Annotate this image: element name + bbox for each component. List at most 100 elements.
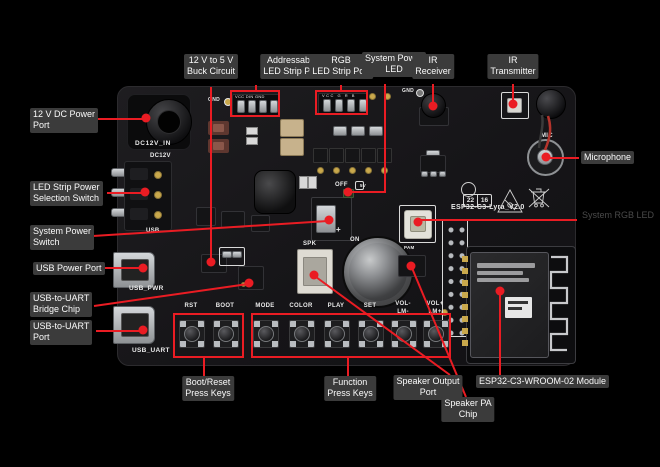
connector-pin — [237, 100, 245, 113]
microphone-pad — [537, 149, 553, 165]
switch-slider — [316, 205, 336, 233]
mode-button-cap — [258, 326, 274, 342]
label-line: Speaker PA — [444, 398, 492, 408]
silk-lm-minus: LM- — [397, 309, 409, 315]
silk-usb: USB — [146, 228, 160, 234]
gnd-testpoint — [416, 89, 424, 97]
crystal — [222, 251, 232, 258]
switch-contact — [154, 191, 162, 199]
crystal — [232, 251, 242, 258]
transistor — [345, 148, 360, 163]
sticker-line — [508, 307, 522, 310]
silk-off: OFF — [335, 182, 348, 188]
silk-on: ON — [350, 237, 360, 243]
led-indicator — [333, 167, 340, 174]
switch-slot — [130, 188, 148, 200]
label-line: Chip — [458, 409, 478, 420]
silk-play: PLAY — [327, 303, 345, 309]
label-line: Transmitter — [490, 66, 536, 77]
label-line: System Power — [33, 226, 92, 236]
capacitor — [351, 126, 365, 136]
silk-dc12v-in: DC12V_IN — [135, 140, 171, 147]
transistor — [377, 148, 392, 163]
led-indicator — [381, 167, 388, 174]
connector-pin — [359, 99, 367, 112]
label-usb-uart-port: USB-to-UART Port — [30, 320, 93, 345]
silk-usb-uart: USB_UART — [132, 347, 170, 354]
silk-spk: SPK — [303, 241, 317, 247]
ir-transmitter-die — [511, 102, 516, 107]
speaker-connector-slot — [303, 257, 327, 286]
label-boot-reset-keys: Boot/Reset Press Keys — [182, 376, 234, 401]
label-line: Port — [33, 332, 50, 343]
dc-jack-hole — [157, 110, 181, 134]
module-silk-text — [477, 263, 535, 268]
gnd-testpoint — [224, 98, 232, 106]
label-line: LED — [385, 64, 403, 75]
silk-addressable-pins: VCC DIN GND — [235, 94, 265, 99]
silk-gnd-left: GND — [208, 97, 221, 103]
resistor — [246, 137, 258, 145]
capacitor — [369, 126, 383, 136]
switch-contact — [154, 171, 162, 179]
resistor — [308, 176, 317, 189]
rgb-led-die — [410, 216, 426, 232]
module-silk-text — [477, 271, 523, 275]
label-usb-power-port: USB Power Port — [33, 262, 105, 276]
regulator-leg — [430, 171, 437, 177]
connector-pin — [335, 99, 343, 112]
led-testpoint — [369, 93, 376, 100]
label-line: Port — [33, 120, 50, 131]
system-power-led — [343, 189, 354, 198]
label-line: Function — [332, 377, 368, 387]
label-line: ESP32-C3-WROOM-02 Module — [479, 376, 607, 386]
regulator-leg — [439, 171, 446, 177]
ic-chip — [251, 215, 270, 232]
usb-power-slot — [121, 259, 149, 281]
boot-button-cap — [218, 326, 234, 342]
silk-color: COLOR — [289, 303, 313, 309]
label-line: Bridge Chip — [33, 304, 81, 315]
speaker-pa-chip — [398, 255, 426, 277]
label-esp32-module: ESP32-C3-WROOM-02 Module — [476, 375, 610, 389]
label-system-rgb-led: System RGB LED — [579, 209, 657, 222]
silk-rst: RST — [184, 303, 198, 309]
label-line: Speaker Output — [396, 376, 460, 386]
capacitor — [280, 119, 304, 137]
label-line: Microphone — [584, 152, 632, 162]
label-line: 12 V to 5 V — [188, 55, 234, 65]
date-code-box: 22 16 — [463, 194, 492, 207]
silk-usb-pwr: USB_PWR — [129, 285, 164, 292]
label-microphone: Microphone — [581, 151, 635, 165]
led-indicator — [317, 167, 324, 174]
usb-uart-slot — [121, 313, 149, 337]
silk-pam: PAM — [404, 245, 415, 250]
switch-slot — [130, 168, 148, 180]
label-line: System RGB LED — [582, 210, 655, 220]
label-line: Press Keys — [185, 388, 231, 399]
label-speaker-output-port: Speaker Output Port — [393, 375, 463, 400]
label-line: LED Strip Port — [312, 66, 370, 77]
label-line: USB-to-UART — [33, 321, 90, 331]
pin1-dot — [241, 282, 246, 287]
label-line: Boot/Reset — [185, 377, 231, 387]
label-line: LED Strip Port — [263, 66, 321, 77]
transistor — [361, 148, 376, 163]
resistor — [299, 176, 308, 189]
capacitor — [213, 124, 224, 132]
cert-circle-logo — [461, 182, 476, 197]
rst-button-cap — [184, 326, 200, 342]
label-function-keys: Function Press Keys — [324, 376, 376, 401]
set-button-cap — [363, 326, 379, 342]
silk-board-name: ESP32-C3-Lyra_V2.0 — [451, 204, 525, 211]
label-line: System Power — [364, 53, 424, 63]
capacitor — [280, 138, 304, 156]
switch-contact — [154, 211, 162, 219]
color-button-cap — [294, 326, 310, 342]
silk-5v: 5V — [360, 183, 367, 188]
label-ir-receiver: IR Receiver — [412, 54, 454, 79]
ir-receiver-dome — [421, 93, 446, 118]
silk-plus: + — [336, 225, 341, 234]
microphone-body — [536, 89, 566, 119]
label-line: 12 V DC Power — [33, 109, 96, 119]
